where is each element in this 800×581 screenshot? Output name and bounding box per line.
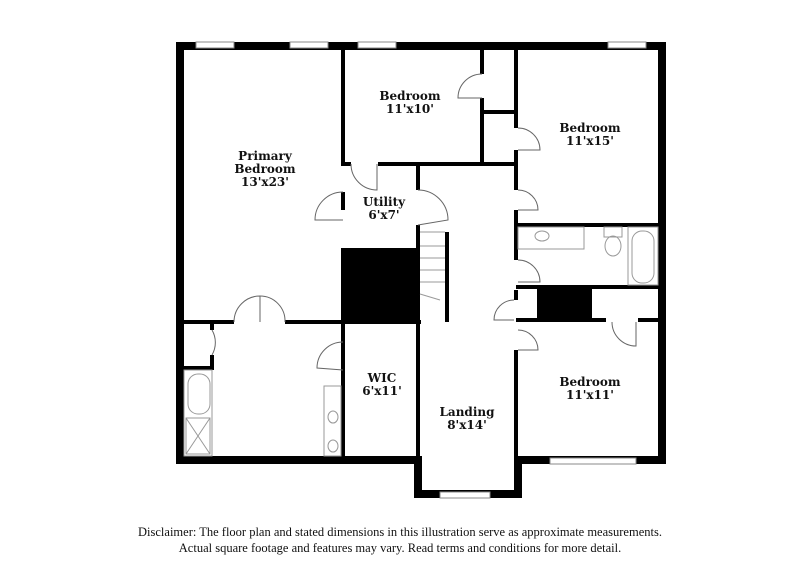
- room-label-primary-bedroom: Primary Bedroom 13'x23': [234, 150, 295, 189]
- floor-plan: [176, 41, 666, 499]
- room-label-bedroom-3: Bedroom 11'x11': [559, 376, 620, 402]
- room-name: WIC: [367, 371, 397, 385]
- room-label-bedroom-1: Bedroom 11'x10': [379, 90, 440, 116]
- room-dimensions: 11'x10': [386, 102, 434, 116]
- room-dimensions: 11'x11': [566, 388, 614, 402]
- room-name: Landing: [439, 405, 495, 419]
- room-dimensions: 8'x14': [447, 418, 487, 432]
- room-label-utility: Utility 6'x7': [363, 196, 405, 222]
- room-name-line1: Primary: [238, 149, 292, 163]
- room-dimensions: 6'x11': [362, 384, 402, 398]
- room-label-landing: Landing 8'x14': [439, 406, 494, 432]
- disclaimer: Disclaimer: The floor plan and stated di…: [0, 524, 800, 556]
- room-dimensions: 11'x15': [566, 134, 614, 148]
- room-name: Bedroom: [559, 121, 621, 135]
- room-dimensions: 13'x23': [241, 175, 289, 189]
- room-label-wic: WIC 6'x11': [362, 372, 402, 398]
- room-name: Bedroom: [559, 375, 621, 389]
- room-name-line2: Bedroom: [234, 162, 296, 176]
- room-name: Bedroom: [379, 89, 441, 103]
- disclaimer-line-2: Actual square footage and features may v…: [178, 541, 622, 555]
- disclaimer-line-1: Disclaimer: The floor plan and stated di…: [138, 525, 662, 539]
- room-label-bedroom-2: Bedroom 11'x15': [559, 122, 620, 148]
- room-name: Utility: [362, 195, 406, 209]
- room-dimensions: 6'x7': [368, 208, 400, 222]
